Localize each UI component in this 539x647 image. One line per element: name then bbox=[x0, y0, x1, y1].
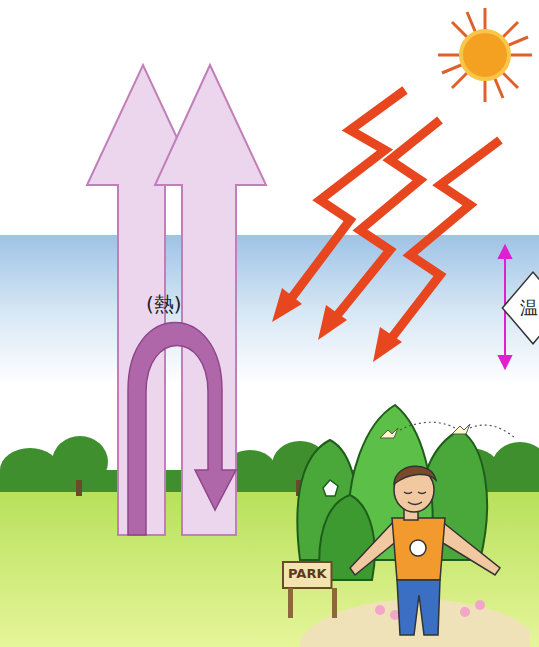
heat-label: (熱) bbox=[146, 291, 182, 318]
diamond-marker: 温 bbox=[512, 284, 539, 332]
sun bbox=[438, 8, 532, 102]
sunlight-heads bbox=[272, 288, 402, 362]
birds bbox=[380, 424, 470, 438]
park-sign-text: PARK bbox=[288, 566, 326, 581]
heat-return-arrow bbox=[128, 323, 236, 536]
sunlight-arrows bbox=[290, 90, 500, 340]
node-text: 温 bbox=[520, 298, 538, 318]
park-trees bbox=[297, 405, 487, 580]
sky-band bbox=[0, 235, 539, 385]
park-sign bbox=[283, 562, 337, 618]
man bbox=[350, 466, 500, 635]
bird-trail bbox=[400, 422, 515, 438]
heat-up-arrows bbox=[87, 65, 266, 535]
